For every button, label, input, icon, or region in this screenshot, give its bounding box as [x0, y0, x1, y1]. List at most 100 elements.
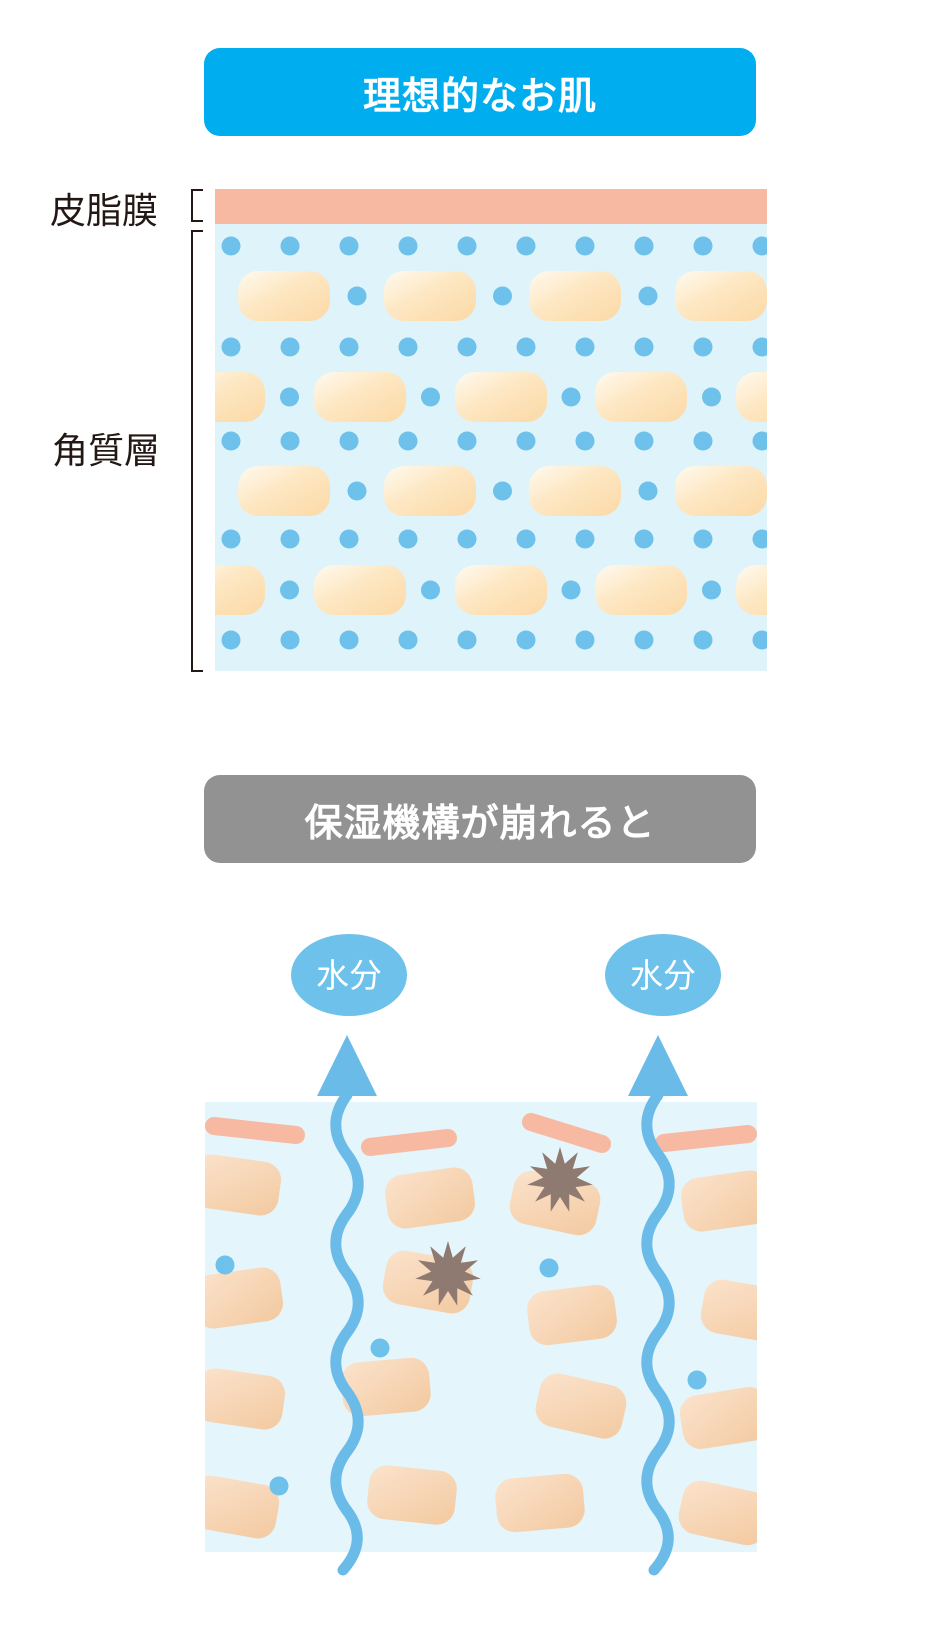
sebum-film-label: 皮脂膜	[50, 191, 159, 232]
water-dot	[339, 337, 359, 357]
water-dot	[702, 580, 721, 600]
corneocyte-cell	[215, 565, 265, 615]
water-dot	[221, 337, 241, 357]
water-dot	[398, 630, 418, 650]
arrow-head	[317, 1035, 377, 1096]
water-dot	[638, 286, 658, 306]
water-dot	[457, 236, 477, 256]
water-dot	[347, 286, 367, 306]
corneocyte-cell	[455, 565, 547, 615]
sebum-film	[215, 189, 767, 224]
water-dot	[457, 431, 477, 451]
water-label: 水分	[630, 956, 696, 995]
damaged-corneocyte-cell	[495, 1473, 585, 1533]
water-dot	[280, 580, 299, 600]
water-dot	[516, 337, 536, 357]
water-dot	[421, 387, 440, 407]
water-dot	[280, 337, 300, 357]
water-dot	[398, 337, 418, 357]
water-dot	[339, 431, 359, 451]
damaged-corneocyte-cell	[385, 1167, 475, 1229]
corneocyte-cell	[736, 372, 767, 422]
water-dot	[398, 529, 418, 549]
water-dot	[221, 630, 241, 650]
damaged-corneocyte-cell	[700, 1279, 757, 1343]
water-dot	[280, 529, 300, 549]
water-dot	[398, 431, 418, 451]
water-dot	[561, 387, 581, 407]
damaged-corneocyte-cell	[341, 1357, 431, 1417]
corneocyte-cell	[529, 271, 621, 321]
corneocyte-cell	[455, 372, 547, 422]
water-dot	[693, 630, 713, 650]
water-dot	[752, 337, 767, 357]
ideal-skin-title: 理想的なお肌	[204, 48, 756, 136]
water-dot	[339, 630, 359, 650]
damaged-corneocyte-cell	[382, 1250, 474, 1314]
damaged-corneocyte-cell	[527, 1284, 617, 1346]
water-dot	[561, 580, 581, 600]
damaged-corneocyte-cell	[205, 1154, 281, 1216]
water-dot	[221, 236, 241, 256]
water-dot	[634, 236, 654, 256]
damaged-corneocyte-cell	[679, 1387, 757, 1449]
arrow-head	[628, 1035, 688, 1096]
water-dot	[638, 481, 658, 501]
water-dot	[687, 1370, 707, 1390]
damaged-corneocyte-cell	[535, 1373, 627, 1439]
water-dot	[575, 431, 595, 451]
stratum-bracket	[191, 230, 203, 672]
water-dot	[215, 1255, 235, 1275]
water-dot	[269, 1476, 289, 1496]
water-dot	[221, 529, 241, 549]
water-dot	[280, 236, 300, 256]
water-dot	[339, 529, 359, 549]
water-dot	[752, 236, 767, 256]
corneocyte-cell	[595, 372, 687, 422]
sebum-fragment	[522, 1113, 611, 1153]
damaged-corneocyte-cell	[678, 1480, 757, 1546]
water-dot	[575, 236, 595, 256]
sebum-fragment	[361, 1129, 457, 1156]
water-dot	[693, 529, 713, 549]
damaged-corneocyte-cell	[681, 1170, 757, 1232]
damage-burst	[527, 1147, 593, 1212]
sebum-fragment	[655, 1125, 757, 1152]
water-dot	[702, 387, 721, 407]
damaged-stratum-layer	[205, 1102, 757, 1552]
corneocyte-cell	[314, 565, 406, 615]
water-dot	[634, 431, 654, 451]
water-dot	[347, 481, 367, 501]
stratum-corneum-label: 角質層	[52, 431, 161, 472]
water-dot	[280, 431, 300, 451]
corneocyte-cell	[238, 271, 330, 321]
damaged-corneocyte-cell	[509, 1170, 601, 1236]
water-dot	[693, 431, 713, 451]
water-dot	[634, 337, 654, 357]
water-bubble: 水分	[605, 934, 721, 1016]
corneocyte-cell	[384, 466, 476, 516]
water-dot	[449, 1561, 468, 1580]
ideal-skin-illustration	[191, 189, 767, 672]
water-dot	[575, 529, 595, 549]
corneocyte-cell	[314, 372, 406, 422]
water-dot	[516, 431, 536, 451]
water-dot	[398, 236, 418, 256]
water-dot	[339, 236, 359, 256]
corneocyte-cell	[595, 565, 687, 615]
water-dot	[693, 337, 713, 357]
water-dot	[516, 236, 536, 256]
water-bubble: 水分	[291, 934, 407, 1016]
water-dot	[457, 529, 477, 549]
water-dot	[752, 431, 767, 451]
water-dot	[457, 630, 477, 650]
damaged-corneocyte-cell	[205, 1475, 280, 1539]
water-dot	[752, 630, 767, 650]
water-dot	[493, 481, 512, 501]
water-loss-arrow	[641, 1089, 675, 1576]
damaged-corneocyte-cell	[205, 1267, 283, 1329]
water-dot	[575, 630, 595, 650]
corneocyte-cell	[215, 372, 265, 422]
water-label: 水分	[316, 956, 382, 995]
